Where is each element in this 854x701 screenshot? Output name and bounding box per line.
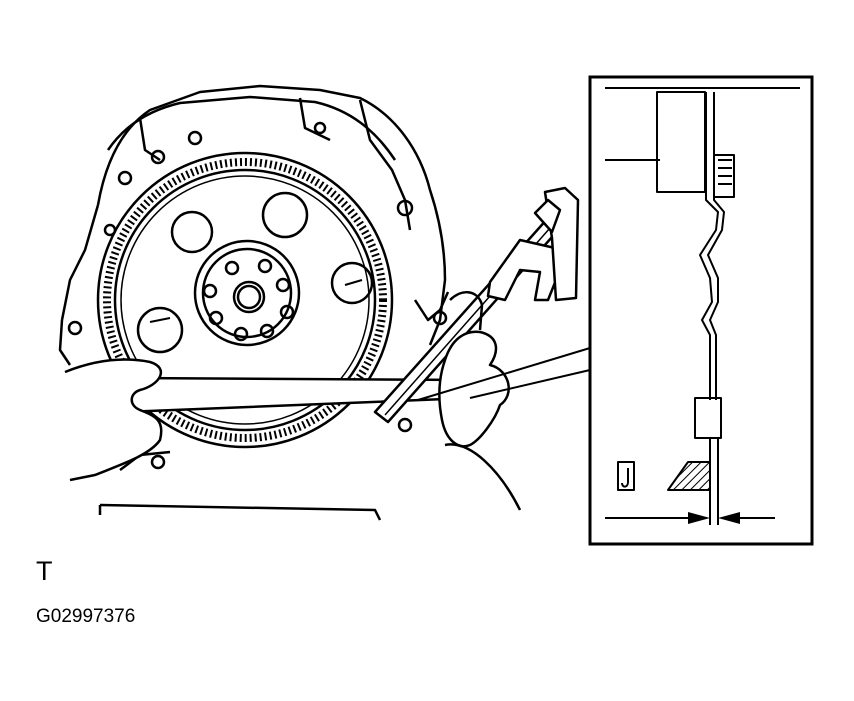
bell-housing-bolt-holes bbox=[67, 121, 448, 470]
right-hand bbox=[438, 291, 522, 511]
flywheel-hub bbox=[193, 239, 301, 347]
view-letter-label: T bbox=[36, 556, 53, 586]
dimension-arrowheads bbox=[688, 512, 740, 524]
vernier-caliper bbox=[373, 186, 580, 424]
detail-callout-box bbox=[588, 75, 814, 546]
left-hand bbox=[64, 358, 163, 482]
flywheel bbox=[96, 151, 394, 449]
callout-pointer bbox=[417, 347, 591, 401]
transmission-housing bbox=[58, 84, 450, 521]
figure-id-label: G02997376 bbox=[36, 606, 136, 627]
